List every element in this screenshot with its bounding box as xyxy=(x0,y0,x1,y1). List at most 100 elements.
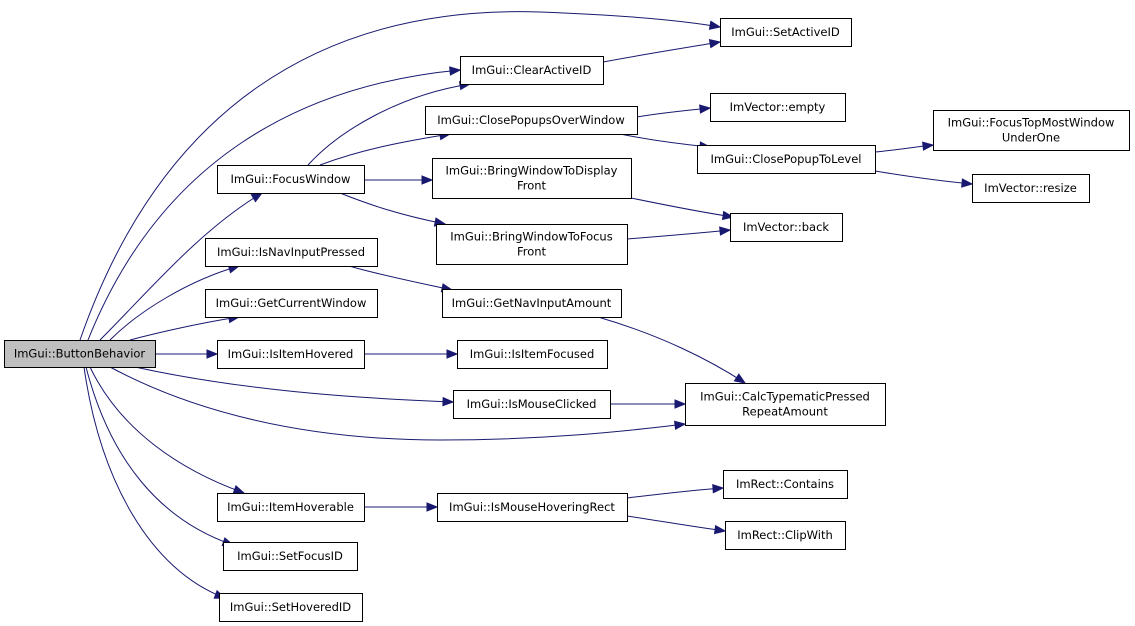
edge-close-popup-to-level-to-imvector-resize xyxy=(874,170,974,188)
node-box xyxy=(425,106,638,135)
node-label: UnderOne xyxy=(1002,131,1060,145)
node-get-nav-input-amount[interactable]: ImGui::GetNavInputAmount xyxy=(442,289,622,318)
node-label: ImGui::BringWindowToDisplay xyxy=(446,164,618,178)
edge-close-popup-to-level-to-focus-top-most-window xyxy=(874,141,935,153)
node-focus-window[interactable]: ImGui::FocusWindow xyxy=(217,165,365,194)
node-is-mouse-hovering-rect[interactable]: ImGui::IsMouseHoveringRect xyxy=(437,493,628,522)
edge-button-behavior-to-set-active-id xyxy=(79,11,722,341)
node-box xyxy=(219,593,363,622)
node-is-mouse-clicked[interactable]: ImGui::IsMouseClicked xyxy=(453,390,611,419)
node-imrect-contains[interactable]: ImRect::Contains xyxy=(723,470,848,499)
node-box xyxy=(725,521,846,550)
node-label: ImGui::SetHoveredID xyxy=(230,600,351,614)
edge-button-behavior-to-clear-active-id xyxy=(87,66,462,341)
node-is-nav-input-pressed[interactable]: ImGui::IsNavInputPressed xyxy=(205,238,378,267)
node-box xyxy=(217,493,365,522)
node-label: ImGui::FocusWindow xyxy=(231,172,351,186)
node-close-popup-to-level[interactable]: ImGui::ClosePopupToLevel xyxy=(697,145,876,174)
edge-is-nav-input-pressed-to-get-nav-input-amount xyxy=(348,265,454,293)
edge-item-hoverable-to-is-mouse-hovering-rect xyxy=(364,502,439,512)
node-set-hovered-id[interactable]: ImGui::SetHoveredID xyxy=(219,593,363,622)
node-label: Front xyxy=(517,245,547,259)
node-box xyxy=(437,493,628,522)
edge-button-behavior-to-is-item-hovered xyxy=(155,349,219,359)
node-box xyxy=(432,158,632,199)
edge-button-behavior-to-set-focus-id xyxy=(85,366,235,547)
edge-get-nav-input-amount-to-calc-typematic xyxy=(597,316,747,384)
node-box xyxy=(217,340,365,369)
node-close-popups-over-window[interactable]: ImGui::ClosePopupsOverWindow xyxy=(425,106,638,135)
node-box xyxy=(685,383,886,426)
node-label: ImGui::GetCurrentWindow xyxy=(216,296,367,310)
node-label: ImGui::IsNavInputPressed xyxy=(217,245,365,259)
node-label: ImGui::IsMouseHoveringRect xyxy=(449,500,615,514)
node-box xyxy=(723,470,848,499)
node-imvector-back[interactable]: ImVector::back xyxy=(730,213,843,242)
node-is-item-hovered[interactable]: ImGui::IsItemHovered xyxy=(217,340,365,369)
node-label: ImGui::BringWindowToFocus xyxy=(450,230,612,244)
node-item-hoverable[interactable]: ImGui::ItemHoverable xyxy=(217,493,365,522)
node-set-active-id[interactable]: ImGui::SetActiveID xyxy=(720,18,852,47)
edge-button-behavior-to-set-hovered-id xyxy=(83,366,227,599)
edge-bring-window-to-display-front-to-imvector-back xyxy=(630,197,735,221)
node-label: ImVector::back xyxy=(743,220,829,234)
edge-is-mouse-clicked-to-calc-typematic xyxy=(610,399,687,409)
node-box xyxy=(442,289,622,318)
node-imvector-resize[interactable]: ImVector::resize xyxy=(972,174,1090,203)
node-label: ImGui::IsItemFocused xyxy=(470,347,595,361)
node-label: ImVector::empty xyxy=(730,100,826,114)
node-label: Front xyxy=(517,179,547,193)
node-label: ImGui::IsMouseClicked xyxy=(467,397,597,411)
node-label: ImGui::ItemHoverable xyxy=(227,500,354,514)
call-graph-nodes: ImGui::ButtonBehavior ImGui::SetActiveIDI… xyxy=(4,18,1130,622)
node-button-behavior[interactable]: ImGui::ButtonBehavior xyxy=(4,340,156,368)
node-set-focus-id[interactable]: ImGui::SetFocusID xyxy=(223,542,358,571)
node-get-current-window[interactable]: ImGui::GetCurrentWindow xyxy=(205,289,378,318)
node-label: ImGui::CalcTypematicPressed xyxy=(700,390,870,404)
node-box xyxy=(972,174,1090,203)
edge-clear-active-id-to-set-active-id xyxy=(602,39,722,63)
edge-is-mouse-hovering-rect-to-imrect-clipwith xyxy=(626,515,727,535)
edge-bring-window-to-focus-front-to-imvector-back xyxy=(626,226,732,240)
node-label: ImGui::SetFocusID xyxy=(237,549,343,563)
node-label: ImGui::GetNavInputAmount xyxy=(452,296,612,310)
node-box xyxy=(720,18,852,47)
node-label: ImRect::ClipWith xyxy=(737,528,833,542)
node-box xyxy=(217,165,365,194)
node-box xyxy=(730,213,843,242)
node-box xyxy=(436,224,628,265)
node-label: ImVector::resize xyxy=(984,181,1077,195)
edge-button-behavior-to-is-mouse-clicked xyxy=(134,366,455,407)
node-label: ImGui::IsItemHovered xyxy=(228,347,354,361)
node-imvector-empty[interactable]: ImVector::empty xyxy=(710,93,846,122)
edge-is-mouse-hovering-rect-to-imrect-contains xyxy=(626,484,725,499)
node-label: ImGui::ButtonBehavior xyxy=(14,347,146,361)
edge-focus-window-to-bring-window-to-display-front xyxy=(364,175,434,185)
node-box xyxy=(4,340,156,368)
node-box xyxy=(205,289,378,318)
node-box xyxy=(697,145,876,174)
node-box xyxy=(460,56,604,85)
node-label: ImGui::ClosePopupsOverWindow xyxy=(437,113,625,127)
node-label: ImGui::FocusTopMostWindow xyxy=(948,116,1115,130)
node-is-item-focused[interactable]: ImGui::IsItemFocused xyxy=(457,340,608,369)
node-imrect-clipwith[interactable]: ImRect::ClipWith xyxy=(725,521,846,550)
node-label: ImRect::Contains xyxy=(736,477,834,491)
node-box xyxy=(710,93,846,122)
node-box xyxy=(205,238,378,267)
node-label: ImGui::ClearActiveID xyxy=(472,63,592,77)
edge-is-item-hovered-to-is-item-focused xyxy=(364,349,459,359)
edge-button-behavior-to-item-hoverable xyxy=(89,366,246,494)
edge-focus-window-to-bring-window-to-focus-front xyxy=(339,192,447,227)
node-box xyxy=(933,110,1130,151)
node-box xyxy=(453,390,611,419)
node-label: RepeatAmount xyxy=(742,405,828,419)
edge-button-behavior-to-calc-typematic xyxy=(109,366,687,441)
node-label: ImGui::ClosePopupToLevel xyxy=(711,152,862,166)
node-clear-active-id[interactable]: ImGui::ClearActiveID xyxy=(460,56,604,85)
